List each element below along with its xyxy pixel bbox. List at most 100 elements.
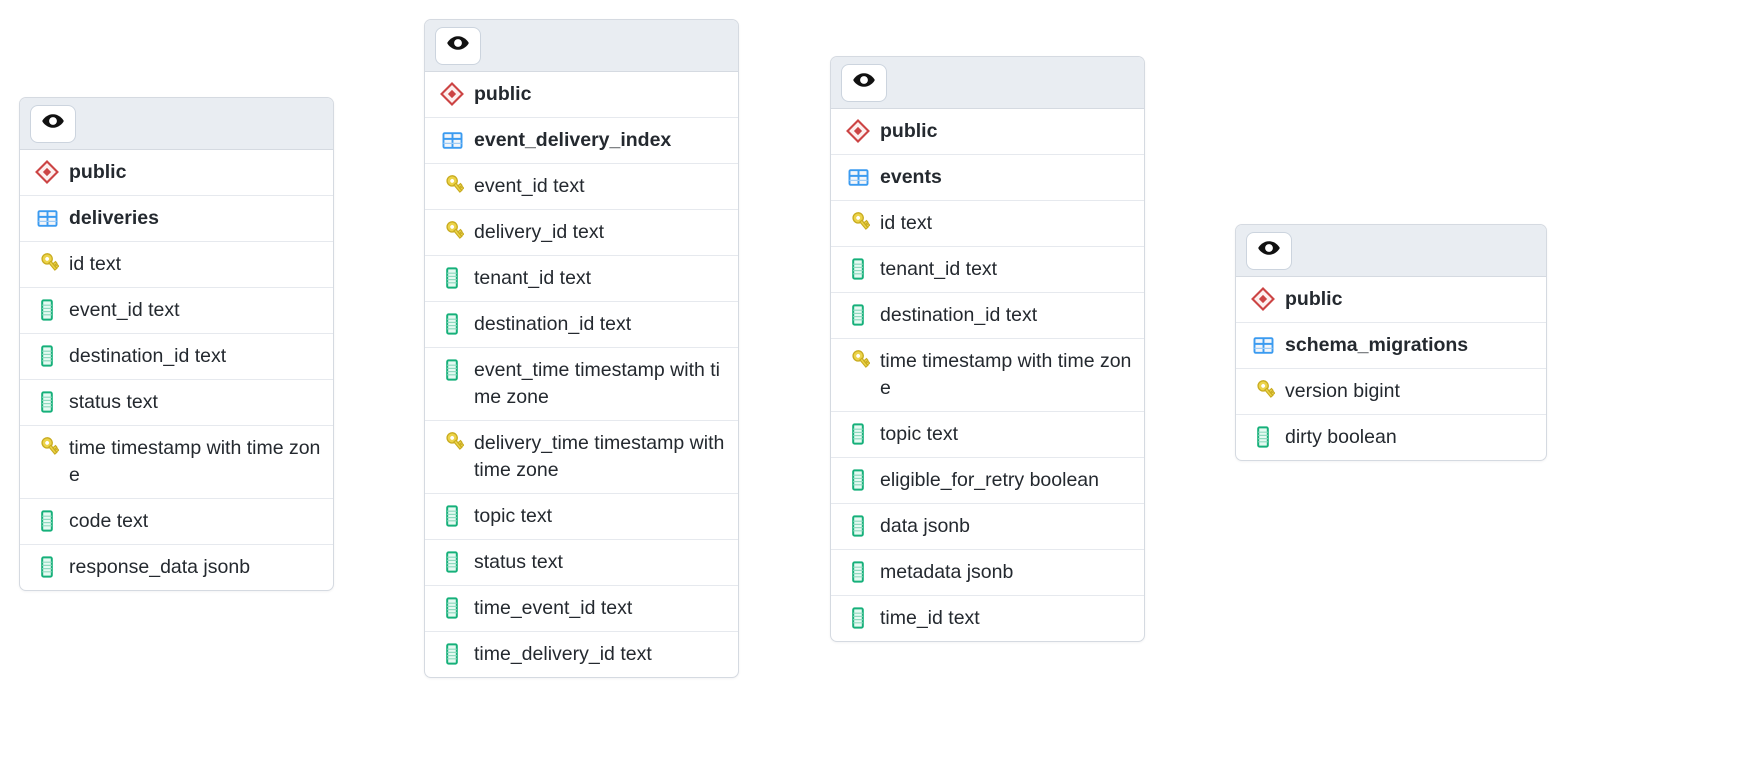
column-row[interactable]: event_id text: [425, 164, 738, 210]
key-icon: [34, 436, 60, 460]
column-row[interactable]: delivery_time timestamp with time zone: [425, 421, 738, 494]
column-icon: [439, 504, 465, 528]
schema-diamond-icon: [439, 82, 465, 106]
column-row[interactable]: time_event_id text: [425, 586, 738, 632]
column-row[interactable]: id text: [20, 242, 333, 288]
schema-row-label: public: [1285, 288, 1343, 310]
column-row[interactable]: topic text: [831, 412, 1144, 458]
visibility-toggle-button[interactable]: [841, 63, 887, 102]
column-row-label: event_id text: [69, 299, 180, 321]
key-icon: [439, 220, 465, 244]
key-icon: [1250, 379, 1276, 403]
visibility-toggle-button[interactable]: [30, 104, 76, 143]
column-icon: [34, 509, 60, 533]
column-row-label: event_id text: [474, 175, 585, 197]
eye-icon: [1256, 235, 1282, 266]
table-name-row[interactable]: schema_migrations: [1236, 323, 1546, 369]
schema-row[interactable]: public: [425, 72, 738, 118]
column-row[interactable]: code text: [20, 499, 333, 545]
column-icon: [1250, 425, 1276, 449]
column-row-label: response_data jsonb: [69, 556, 251, 578]
column-row[interactable]: event_time timestamp with time zone: [425, 348, 738, 421]
visibility-toggle-button[interactable]: [435, 26, 481, 65]
column-row-label: destination_id text: [880, 304, 1038, 326]
column-icon: [439, 266, 465, 290]
column-icon: [439, 596, 465, 620]
column-icon: [845, 257, 871, 281]
column-icon: [845, 468, 871, 492]
column-icon: [845, 303, 871, 327]
card-header: [831, 57, 1144, 109]
column-row-label: eligible_for_retry boolean: [880, 469, 1099, 491]
column-row-label: time_delivery_id text: [474, 643, 652, 665]
schema-diamond-icon: [845, 119, 871, 143]
column-row-label: destination_id text: [474, 313, 632, 335]
column-icon: [439, 550, 465, 574]
card-header: [425, 20, 738, 72]
column-row[interactable]: time_delivery_id text: [425, 632, 738, 677]
column-row[interactable]: time timestamp with time zone: [831, 339, 1144, 412]
column-icon: [34, 344, 60, 368]
column-row[interactable]: dirty boolean: [1236, 415, 1546, 460]
schema-row[interactable]: public: [20, 150, 333, 196]
column-icon: [439, 312, 465, 336]
column-row-label: code text: [69, 510, 149, 532]
column-icon: [34, 390, 60, 414]
schema-diamond-icon: [34, 160, 60, 184]
column-row-label: metadata jsonb: [880, 561, 1014, 583]
table-name-row[interactable]: events: [831, 155, 1144, 201]
column-row-label: tenant_id text: [474, 267, 592, 289]
table-name-row[interactable]: event_delivery_index: [425, 118, 738, 164]
column-row[interactable]: delivery_id text: [425, 210, 738, 256]
card-header: [20, 98, 333, 150]
column-row-label: event_time timestamp with time zone: [474, 359, 721, 408]
column-row[interactable]: version bigint: [1236, 369, 1546, 415]
column-row-label: status text: [69, 391, 158, 413]
column-row[interactable]: data jsonb: [831, 504, 1144, 550]
column-row[interactable]: tenant_id text: [831, 247, 1144, 293]
schema-row[interactable]: public: [1236, 277, 1546, 323]
visibility-toggle-button[interactable]: [1246, 231, 1292, 270]
card-header: [1236, 225, 1546, 277]
schema-row-label: public: [880, 120, 938, 142]
column-row[interactable]: metadata jsonb: [831, 550, 1144, 596]
column-row-label: delivery_time timestamp with time zone: [474, 432, 725, 481]
column-row[interactable]: time timestamp with time zone: [20, 426, 333, 499]
column-row-label: id text: [69, 253, 122, 275]
column-icon: [34, 555, 60, 579]
column-row-label: version bigint: [1285, 380, 1400, 402]
eye-icon: [40, 108, 66, 139]
column-row-label: id text: [880, 212, 933, 234]
column-row[interactable]: destination_id text: [20, 334, 333, 380]
column-icon: [845, 422, 871, 446]
column-row[interactable]: response_data jsonb: [20, 545, 333, 590]
column-row-label: destination_id text: [69, 345, 227, 367]
column-row[interactable]: time_id text: [831, 596, 1144, 641]
table-grid-icon: [439, 128, 465, 152]
column-icon: [845, 606, 871, 630]
column-row-label: delivery_id text: [474, 221, 605, 243]
column-row[interactable]: tenant_id text: [425, 256, 738, 302]
column-row[interactable]: destination_id text: [831, 293, 1144, 339]
column-row[interactable]: event_id text: [20, 288, 333, 334]
table-grid-icon: [34, 206, 60, 230]
column-row[interactable]: eligible_for_retry boolean: [831, 458, 1144, 504]
column-row[interactable]: status text: [425, 540, 738, 586]
column-icon: [439, 358, 465, 382]
column-row[interactable]: destination_id text: [425, 302, 738, 348]
column-icon: [845, 514, 871, 538]
table-name-row[interactable]: deliveries: [20, 196, 333, 242]
table-card-events[interactable]: public events id text tenant_id text destina…: [830, 56, 1145, 642]
schema-row[interactable]: public: [831, 109, 1144, 155]
column-icon: [439, 642, 465, 666]
key-icon: [439, 431, 465, 455]
column-row-label: time_event_id text: [474, 597, 633, 619]
column-row[interactable]: id text: [831, 201, 1144, 247]
column-row[interactable]: status text: [20, 380, 333, 426]
table-grid-icon: [1250, 333, 1276, 357]
column-row[interactable]: topic text: [425, 494, 738, 540]
